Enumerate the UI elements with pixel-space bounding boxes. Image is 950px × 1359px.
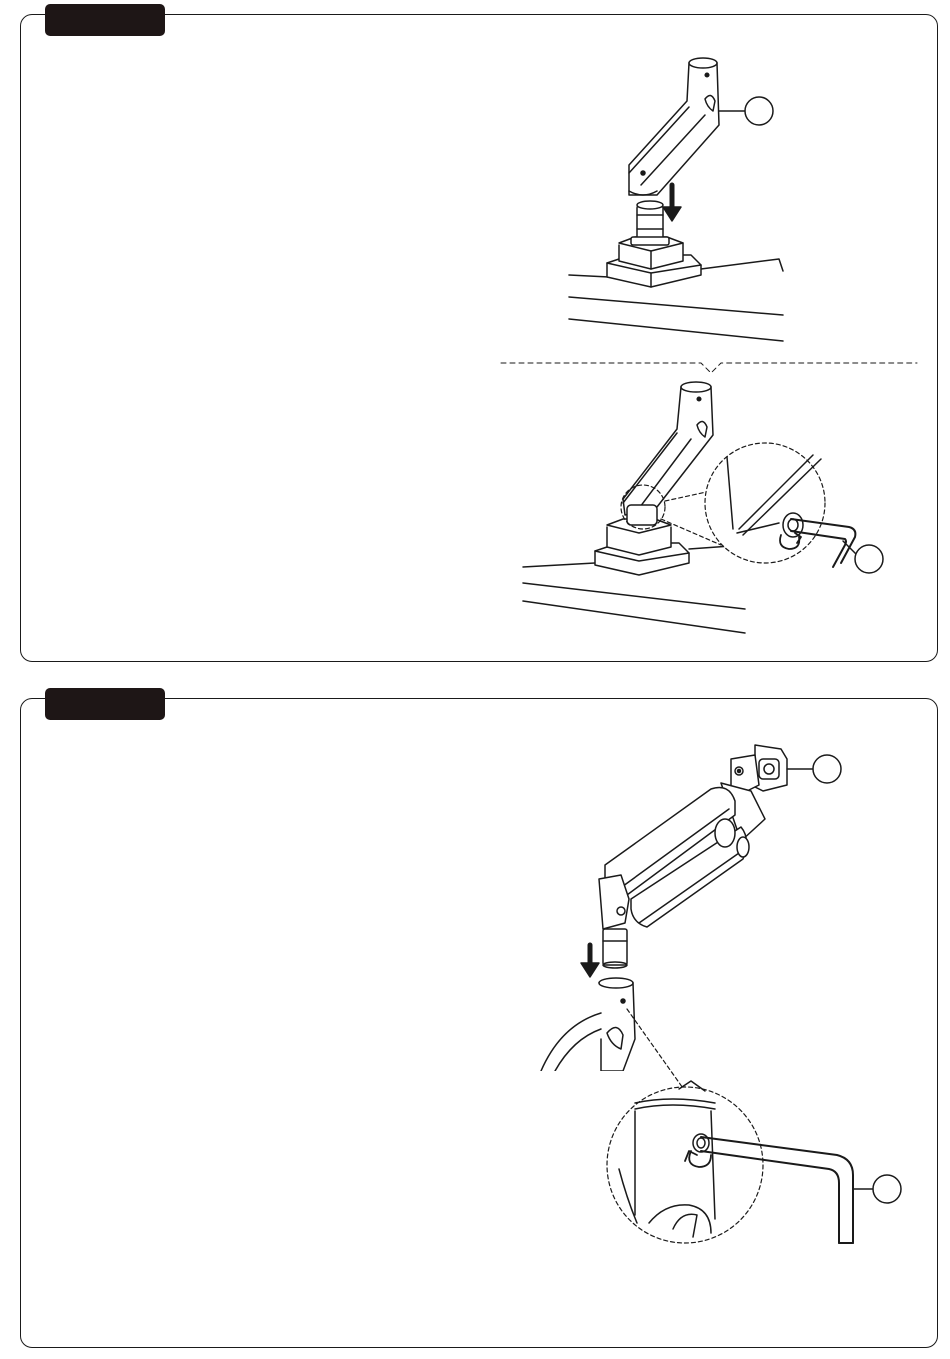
sub-step-divider	[501, 363, 917, 373]
arm-link-segment	[629, 58, 719, 195]
panel-1-illustration	[21, 15, 939, 663]
zoom-detail-circle	[705, 443, 825, 563]
zoom-detail-circle-2	[607, 1081, 763, 1243]
receiving-arm-segment	[537, 978, 641, 1073]
arm-pivot-shaft	[603, 929, 627, 968]
desk-clamp-base-lower	[595, 519, 689, 575]
callout-gas-spring-arm	[787, 755, 841, 783]
callout-arm-link	[719, 97, 773, 125]
assembled-arm-link	[623, 382, 713, 525]
panel-2-illustration	[21, 699, 939, 1349]
gas-spring-arm	[599, 783, 765, 929]
step-panel-2	[20, 698, 938, 1348]
down-arrow-1	[663, 185, 681, 221]
vesa-mount-head	[731, 745, 787, 791]
callout-hex-key-small	[843, 541, 883, 573]
down-arrow-2	[581, 945, 599, 977]
callout-hex-key-large	[853, 1175, 901, 1203]
zoom-link	[627, 1009, 685, 1091]
step-panel-1	[20, 14, 938, 662]
